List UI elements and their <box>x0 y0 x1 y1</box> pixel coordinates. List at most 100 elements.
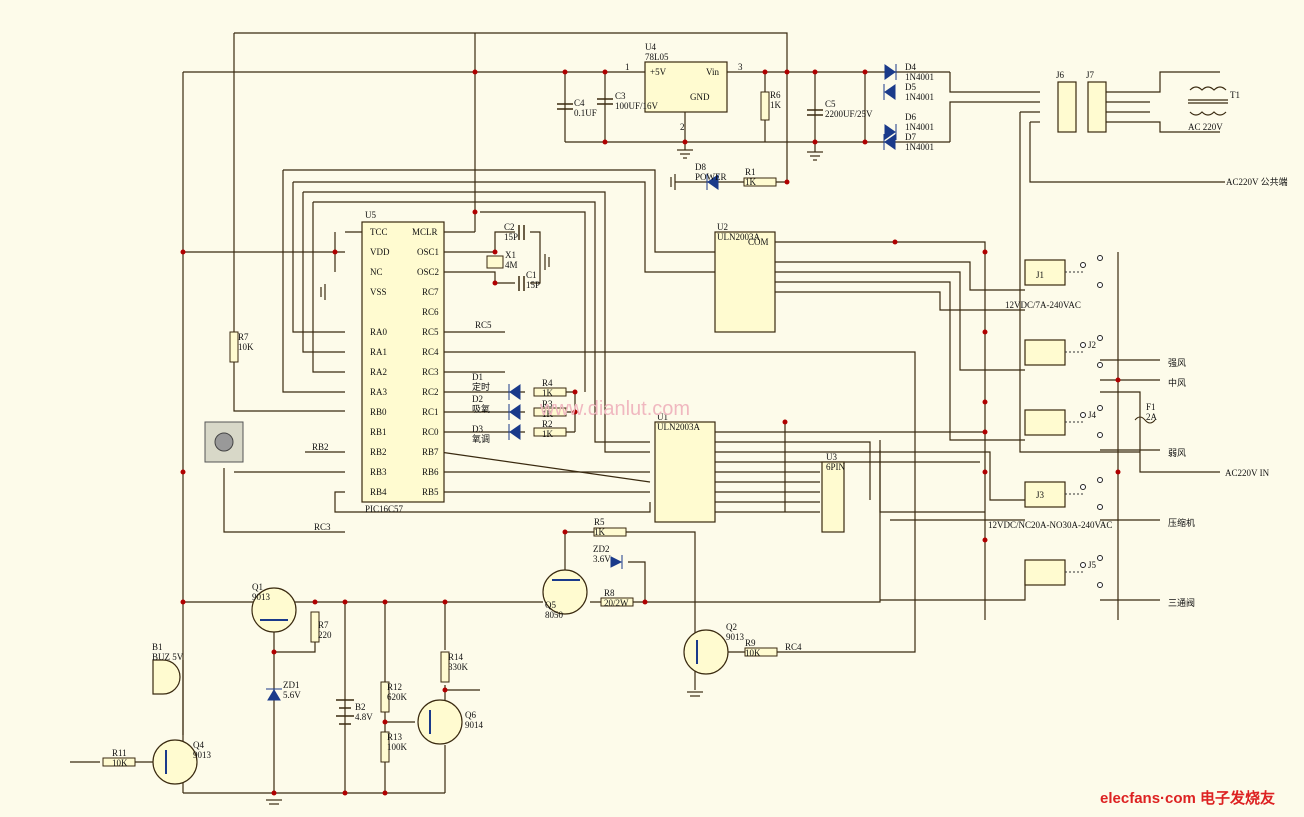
label--: 强风 <box>1168 358 1186 368</box>
relay-coil-j1 <box>1024 259 1066 286</box>
label-rc3: RC3 <box>422 367 439 377</box>
label-rc4: RC4 <box>422 347 439 357</box>
label-rb1: RB1 <box>370 427 387 437</box>
label-j2: J2 <box>1088 340 1096 350</box>
label-c4: C4 <box>574 98 585 108</box>
value-q5: 8050 <box>545 610 564 620</box>
label-r1: R1 <box>745 167 756 177</box>
label-rc3b: RC3 <box>314 522 331 532</box>
value-d6: 1N4001 <box>905 122 934 132</box>
label-rc6: RC6 <box>422 307 439 317</box>
value-f1: 2A <box>1146 412 1158 422</box>
connector-j6 <box>1057 81 1077 133</box>
label-vin: Vin <box>706 67 719 77</box>
label-rc0: RC0 <box>422 427 439 437</box>
label-d2: D2 <box>472 394 483 404</box>
value-c2: 15P <box>504 232 518 242</box>
label-ac-220v: AC 220V <box>1188 122 1223 132</box>
capacitors <box>336 98 823 725</box>
value-q6: 9014 <box>465 720 484 730</box>
wires <box>70 32 1225 794</box>
label-r5: R5 <box>594 517 605 527</box>
relay-coil-5 <box>1024 559 1066 586</box>
label--: 中风 <box>1168 377 1186 388</box>
label-r2: R2 <box>542 419 553 429</box>
label-rc5b: RC5 <box>475 320 492 330</box>
label-q1: Q1 <box>252 582 263 592</box>
value-c3: 100UF/16V <box>615 101 659 111</box>
label-ra2: RA2 <box>370 367 387 377</box>
value-d5: 1N4001 <box>905 92 934 102</box>
push-button <box>204 421 244 463</box>
relay-dashed-links <box>1065 271 1083 573</box>
label-c3: C3 <box>615 91 626 101</box>
label--: 压缩机 <box>1168 517 1195 528</box>
label-d7: D7 <box>905 132 916 142</box>
label-r8: R8 <box>604 588 615 598</box>
label-j4: J4 <box>1088 410 1097 420</box>
watermark-elecfans: elecfans·com 电子发烧友 <box>1100 789 1275 807</box>
value-r6: 1K <box>770 100 782 110</box>
label-rc4b: RC4 <box>785 642 802 652</box>
value-r7b: 220 <box>318 630 332 640</box>
mcu-u5 <box>361 221 445 503</box>
label-c1: C1 <box>526 270 537 280</box>
value-c5: 2200UF/25V <box>825 109 873 119</box>
label-d8: D8 <box>695 162 706 172</box>
label-q2: Q2 <box>726 622 737 632</box>
label-b1: B1 <box>152 642 163 652</box>
label-t1: T1 <box>1230 90 1240 100</box>
label-rb7: RB7 <box>422 447 439 457</box>
fuse-f1 <box>1134 416 1156 424</box>
value-d2: 吸氧 <box>472 403 490 414</box>
resistors <box>102 91 778 767</box>
label-rb6: RB6 <box>422 467 439 477</box>
label--5v: +5V <box>650 67 667 77</box>
label-r7b: R7 <box>318 620 329 630</box>
label-ac220v-: AC220V 公共端 <box>1226 176 1288 187</box>
label-j7: J7 <box>1086 70 1095 80</box>
label-d6: D6 <box>905 112 916 122</box>
label-u3: U3 <box>826 452 837 462</box>
junction-dots <box>180 69 1121 796</box>
label-12vdc-7a-240vac: 12VDC/7A-240VAC <box>1005 300 1081 310</box>
regulator-u4 <box>644 61 728 113</box>
ground-symbols <box>266 149 823 805</box>
value-r14: 330K <box>448 662 469 672</box>
label-q5: Q5 <box>545 600 556 610</box>
label-tcc: TCC <box>370 227 388 237</box>
label-nc: NC <box>370 267 383 277</box>
transistor-bars <box>165 579 698 774</box>
label-u4: U4 <box>645 42 656 52</box>
label-q6: Q6 <box>465 710 476 720</box>
label-u1: U1 <box>657 412 668 422</box>
label-r3: R3 <box>542 399 553 409</box>
label-rc1: RC1 <box>422 407 439 417</box>
label-c2: C2 <box>504 222 515 232</box>
value-r13: 100K <box>387 742 408 752</box>
label-vss: VSS <box>370 287 387 297</box>
value-r2: 1K <box>542 429 554 439</box>
label-r11: R11 <box>112 748 127 758</box>
value-r7: 10K <box>238 342 254 352</box>
label-zd2: ZD2 <box>593 544 610 554</box>
value-r1: 1K <box>745 177 757 187</box>
label-c5: C5 <box>825 99 836 109</box>
label--: 弱风 <box>1168 448 1186 458</box>
label-rb4: RB4 <box>370 487 387 497</box>
driver-u1 <box>654 421 716 523</box>
value-q1: 9013 <box>252 592 271 602</box>
label-rc5: RC5 <box>422 327 439 337</box>
label-rb0: RB0 <box>370 407 387 417</box>
value-r5: 1K <box>594 527 606 537</box>
label-d4: D4 <box>905 62 916 72</box>
label-u2: U2 <box>717 222 728 232</box>
diodes <box>266 64 897 701</box>
value-r11: 10K <box>112 758 128 768</box>
value-d1: 定时 <box>472 381 490 392</box>
value-r4: 1K <box>542 388 554 398</box>
label-f1: F1 <box>1146 402 1156 412</box>
crystal-x1 <box>486 255 504 269</box>
value-u4: 78L05 <box>645 52 669 62</box>
